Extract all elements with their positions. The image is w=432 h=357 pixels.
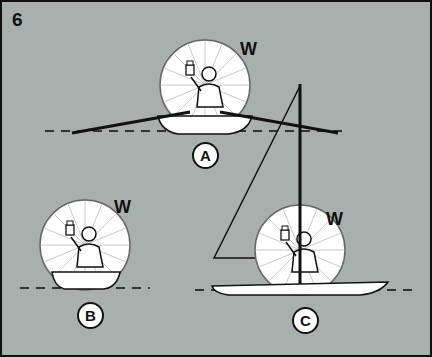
force-label: W: [326, 210, 343, 228]
scenario-circle: A: [192, 142, 219, 169]
scenario-circle: C: [292, 307, 319, 334]
scenario-letter: A: [200, 148, 211, 163]
figure-number: 6: [12, 10, 23, 29]
scenario-letter: B: [85, 308, 96, 323]
scenario-circle: B: [77, 302, 104, 329]
sailboat-scene: [195, 84, 418, 295]
scenario-letter: C: [300, 313, 311, 328]
force-label: W: [240, 40, 257, 58]
force-label: W: [114, 198, 131, 216]
